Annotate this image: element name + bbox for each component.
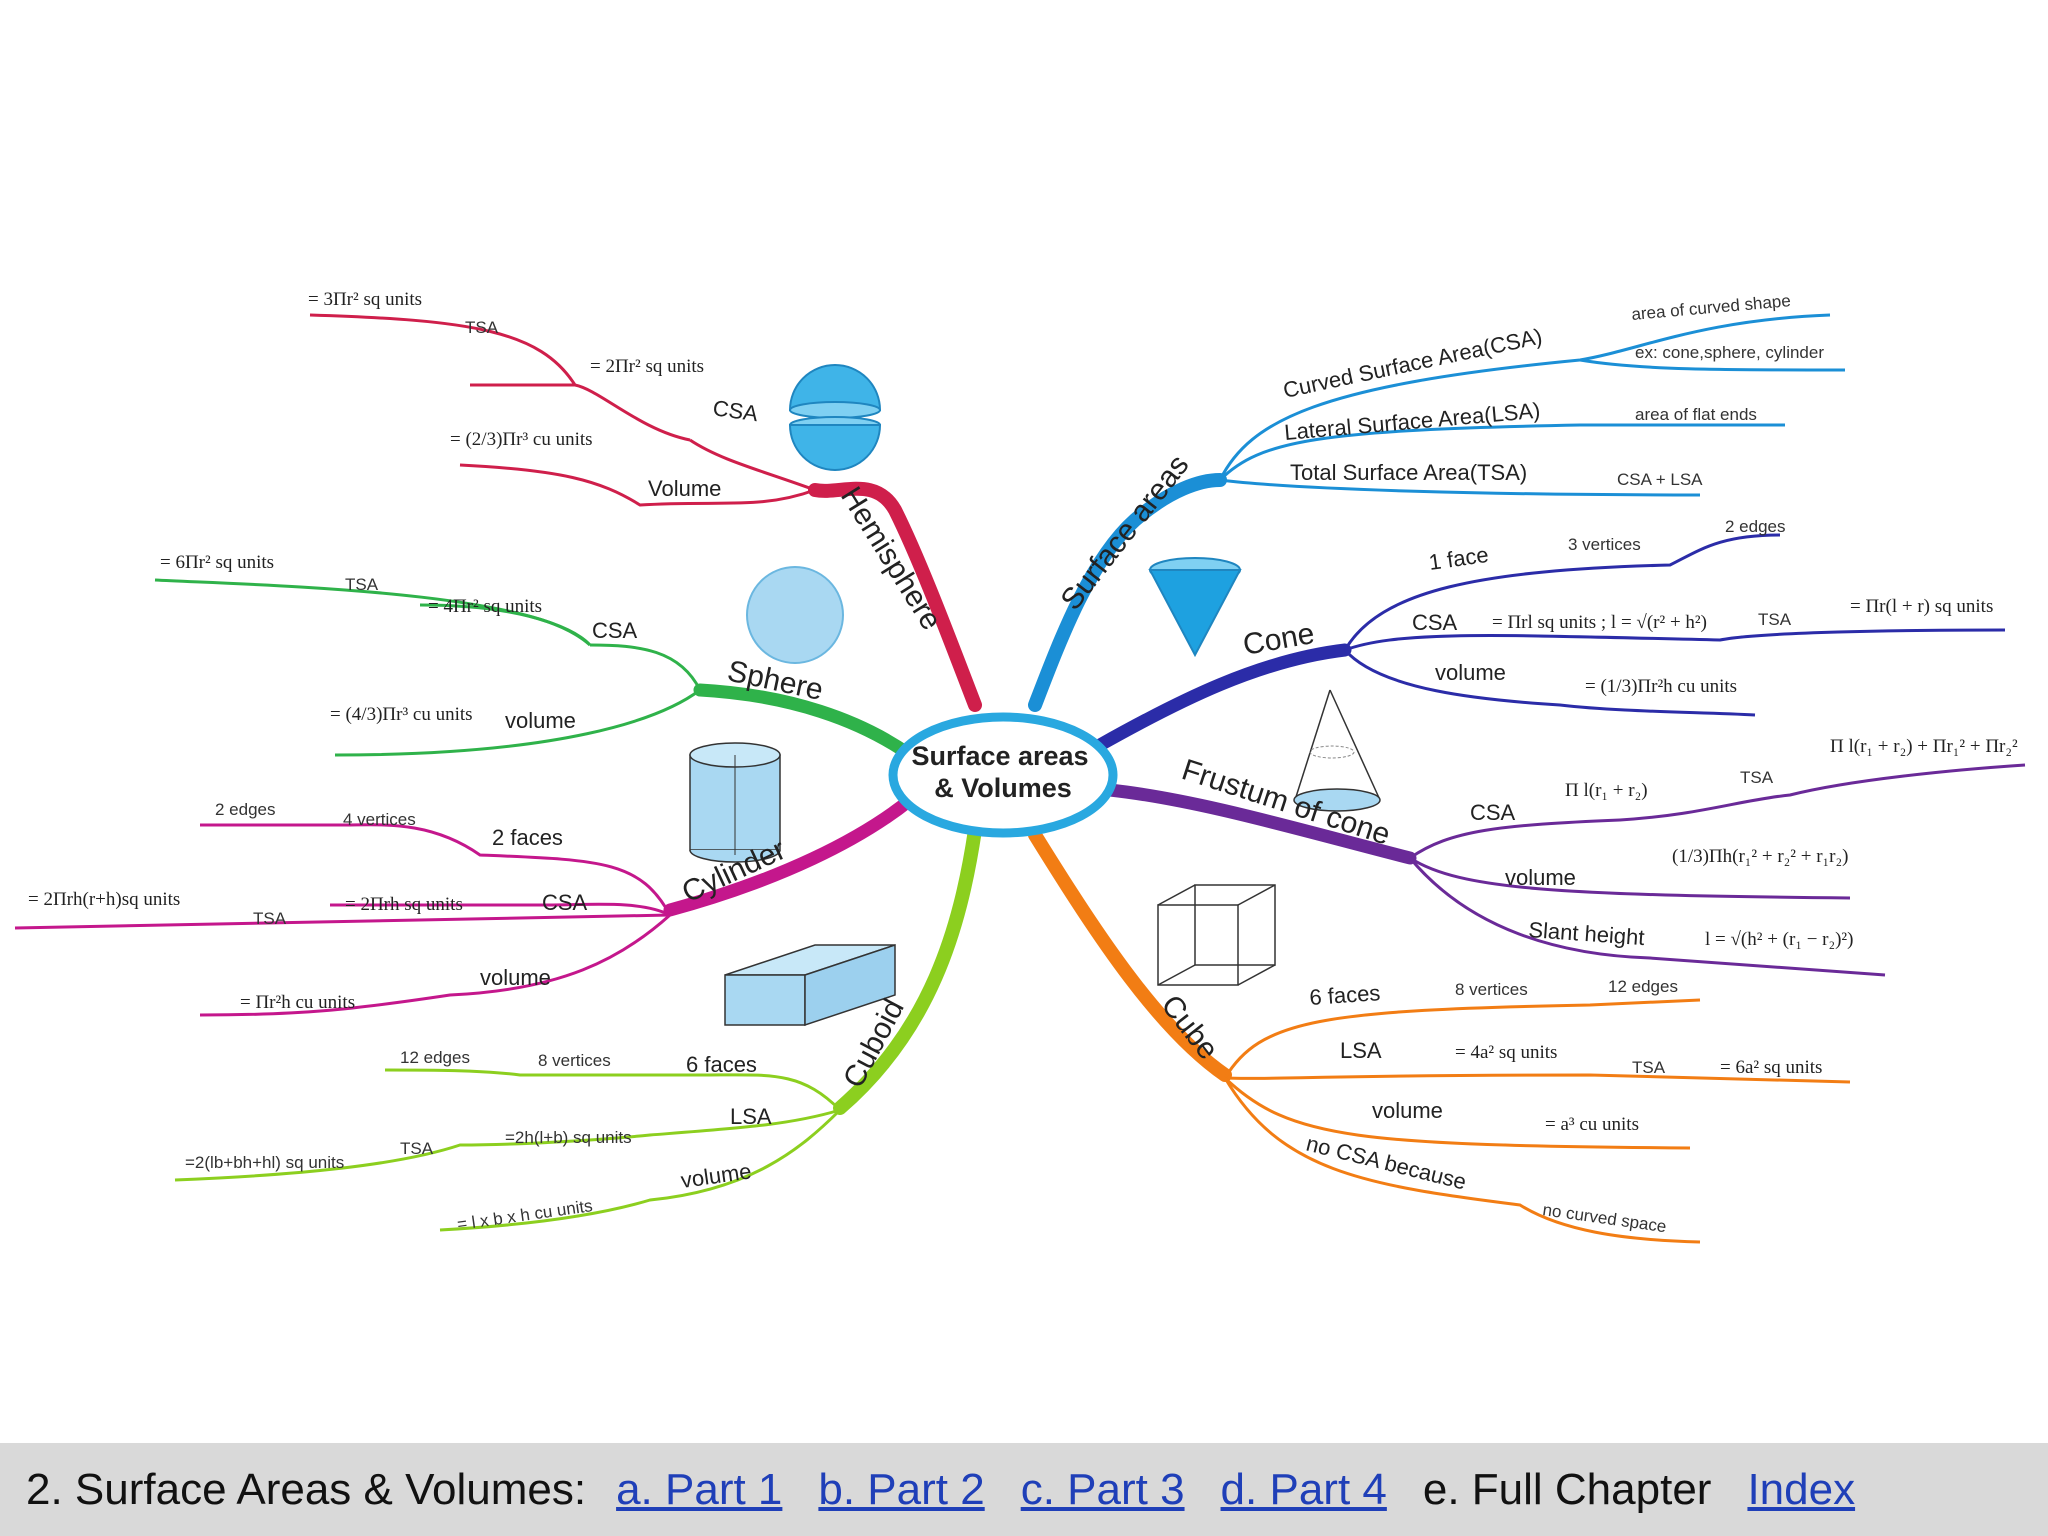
frustum-tsa-label: TSA — [1740, 768, 1774, 787]
frustum-csa-formula: Π l(r₁ + r₂) — [1565, 780, 1648, 801]
footer-link-part-2[interactable]: b. Part 2 — [818, 1464, 985, 1514]
hemisphere-tsa-label: TSA — [465, 318, 499, 337]
cylinder-vertices: 4 vertices — [343, 810, 416, 829]
cylinder-illustration — [689, 742, 781, 863]
footer-link-part-4[interactable]: d. Part 4 — [1220, 1464, 1387, 1514]
cone-volume-formula: = (1/3)Πr²h cu units — [1585, 676, 1737, 697]
cuboid-illustration — [724, 943, 896, 1027]
frustum-illustration — [1293, 689, 1381, 812]
cube-tsa-formula: = 6a² sq units — [1720, 1057, 1822, 1078]
cylinder-volume-label: volume — [480, 965, 551, 990]
sphere-volume-formula: = (4/3)Πr³ cu units — [330, 704, 473, 725]
cube-lsa-label: LSA — [1340, 1038, 1382, 1063]
surface-csa-note2: ex: cone,sphere, cylinder — [1635, 343, 1824, 362]
hemisphere-tsa-formula: = 3Πr² sq units — [308, 289, 422, 310]
center-node: Surface areas & Volumes — [888, 712, 1118, 838]
branch-cylinder-line — [663, 793, 917, 917]
cube-faces: 6 faces — [1309, 980, 1382, 1010]
surface-lsa-note: area of flat ends — [1635, 405, 1757, 424]
cuboid-volume-label: volume — [679, 1158, 753, 1193]
hemisphere-csa-formula: = 2Πr² sq units — [590, 356, 704, 377]
cuboid-lsa-formula: =2h(l+b) sq units — [505, 1128, 632, 1147]
frustum-slant-formula: l = √(h² + (r₁ − r₂)²) — [1705, 929, 1853, 950]
cylinder-volume-formula: = Πr²h cu units — [240, 992, 355, 1013]
sphere-tsa-formula: = 6Πr² sq units — [160, 552, 274, 573]
cuboid-tsa-label: TSA — [400, 1139, 434, 1158]
cone-illustration — [1148, 557, 1242, 658]
cylinder-csa-label: CSA — [542, 890, 588, 915]
cylinder-tsa-formula: = 2Πrh(r+h)sq units — [28, 889, 180, 910]
frustum-volume-formula: (1/3)Πh(r₁² + r₂² + r₁r₂) — [1672, 846, 1848, 867]
cube-lsa-formula: = 4a² sq units — [1455, 1042, 1557, 1063]
frustum-tsa-formula: Π l(r₁ + r₂) + Πr₁² + Πr₂² — [1830, 736, 2018, 757]
cuboid-vertices: 8 vertices — [538, 1051, 611, 1070]
footer-full-chapter: e. Full Chapter — [1422, 1464, 1712, 1514]
frustum-slant-label: Slant height — [1528, 917, 1646, 950]
center-line2: & Volumes — [934, 773, 1072, 803]
branch-hemisphere-line — [808, 481, 982, 712]
surface-tsa-label: Total Surface Area(TSA) — [1290, 460, 1527, 485]
cuboid-lsa-label: LSA — [730, 1104, 772, 1129]
frustum-csa-label: CSA — [1470, 800, 1516, 825]
cone-volume-label: volume — [1435, 660, 1506, 685]
branch-cube-line — [1028, 828, 1232, 1082]
cone-face: 1 face — [1427, 542, 1490, 575]
cone-vertices: 3 vertices — [1568, 535, 1641, 554]
cube-illustration — [1157, 884, 1276, 986]
hemisphere-illustration — [788, 364, 882, 471]
sphere-volume-label: volume — [505, 708, 576, 733]
cube-edges: 12 edges — [1608, 977, 1678, 996]
frustum-volume-label: volume — [1505, 865, 1576, 890]
cube-no-csa-reason: no curved space — [1541, 1200, 1667, 1236]
cone-tsa-formula: = Πr(l + r) sq units — [1850, 596, 1993, 617]
cylinder-faces: 2 faces — [492, 825, 563, 850]
branch-cone-line — [1093, 643, 1352, 752]
hemisphere-volume-label: Volume — [648, 476, 721, 501]
cone-tsa-label: TSA — [1758, 610, 1792, 629]
sphere-csa-label: CSA — [592, 618, 638, 643]
footer-link-part-3[interactable]: c. Part 3 — [1020, 1464, 1185, 1514]
footer-link-part-1[interactable]: a. Part 1 — [616, 1464, 783, 1514]
cube-volume-label: volume — [1372, 1098, 1443, 1123]
footer-title: 2. Surface Areas & Volumes: — [26, 1464, 587, 1514]
hemisphere-volume-formula: = (2/3)Πr³ cu units — [450, 429, 593, 450]
sphere-tsa-label: TSA — [345, 575, 379, 594]
center-line1: Surface areas — [911, 741, 1088, 771]
sphere-csa-formula: = 4Πr² sq units — [428, 596, 542, 617]
cube-volume-formula: = a³ cu units — [1545, 1114, 1639, 1135]
cube-vertices: 8 vertices — [1455, 980, 1528, 999]
branch-surface-line — [1028, 473, 1227, 712]
cone-csa-label: CSA — [1412, 610, 1458, 635]
cuboid-faces: 6 faces — [686, 1052, 757, 1077]
footer-bar: 2. Surface Areas & Volumes: a. Part 1 b.… — [0, 1443, 2048, 1536]
footer-link-index[interactable]: Index — [1747, 1464, 1856, 1514]
cylinder-tsa-label: TSA — [253, 909, 287, 928]
cone-edges: 2 edges — [1725, 517, 1786, 536]
cuboid-tsa-formula: =2(lb+bh+hl) sq units — [185, 1153, 344, 1172]
sphere-illustration — [746, 566, 844, 664]
cylinder-csa-formula: = 2Πrh sq units — [345, 894, 463, 915]
cuboid-volume-formula: = l x b x h cu units — [456, 1196, 594, 1234]
cuboid-edges: 12 edges — [400, 1048, 470, 1067]
branch-sphere-line — [693, 683, 917, 762]
surface-tsa-note: CSA + LSA — [1617, 470, 1703, 489]
surface-csa-label: Curved Surface Area(CSA) — [1281, 324, 1545, 403]
cone-csa-formula: = Πrl sq units ; l = √(r² + h²) — [1492, 612, 1707, 633]
cylinder-edges: 2 edges — [215, 800, 276, 819]
branch-frustum-line — [1103, 783, 1417, 865]
mind-map: Surface areas & Volumes Hemisphere Spher… — [14, 289, 2026, 1244]
branch-cuboid-line — [833, 823, 982, 1115]
cube-tsa-label: TSA — [1632, 1058, 1666, 1077]
hemisphere-csa-label: CSA — [711, 395, 760, 426]
